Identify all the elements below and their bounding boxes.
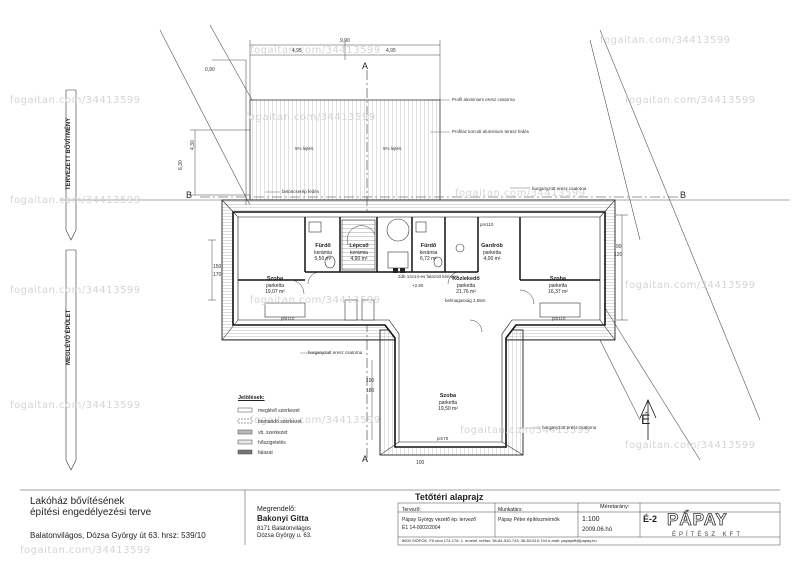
designer-id: É1 14-0002/2004 xyxy=(402,525,441,531)
section-marker-a-top: A xyxy=(362,61,369,71)
watermark: fogaitan.com/34413599 xyxy=(455,188,586,199)
dim-90: 90 xyxy=(616,244,622,250)
company-logo: PÁPAY xyxy=(667,510,728,529)
annotation-profile-gutter: Profil aluminium eresz csatorna xyxy=(452,97,515,102)
door-swings xyxy=(289,271,535,333)
section-marker-b-right: B xyxy=(680,190,687,200)
annotation-chimney: 2db 14x14-es falazott kémény xyxy=(398,274,459,279)
dim-4-30: 4,30 xyxy=(190,140,196,150)
dim-150: 150 xyxy=(213,264,222,270)
watermark: fogaitan.com/34413599 xyxy=(625,280,756,291)
scale-label: Méretarány: xyxy=(600,504,630,510)
project-title-line2: építési engedélyezési terve xyxy=(30,507,152,518)
watermark: fogaitan.com/34413599 xyxy=(460,425,591,436)
label-planned-extension: TERVEZETT BŐVÍTMÉNY xyxy=(66,117,72,190)
dim-170: 170 xyxy=(213,272,222,278)
roof-ridges xyxy=(221,199,616,456)
watermark: fogaitan.com/34413599 xyxy=(10,400,141,411)
watermark: fogaitan.com/34413599 xyxy=(625,440,756,451)
legend-swatches xyxy=(237,407,253,455)
side-dimensions xyxy=(208,214,628,440)
legend-item: falazat xyxy=(258,450,273,456)
legend-item: vb. szerkezet xyxy=(258,430,288,436)
label-existing-building: MEGLÉVŐ ÉPÜLET xyxy=(66,309,72,365)
roof-terrace xyxy=(249,99,441,201)
watermark: fogaitan.com/34413599 xyxy=(250,415,381,426)
annotation-slope-right: 5% lejtés xyxy=(383,146,402,151)
north-label: É xyxy=(641,411,651,427)
dim-eave: 0,90 xyxy=(205,67,215,73)
watermark: fogaitan.com/34413599 xyxy=(10,95,141,106)
annotation-pm110: pm110 xyxy=(552,316,566,321)
drawing-title: Tetőtéri alaprajz xyxy=(415,492,484,502)
chimneys xyxy=(393,268,405,273)
dim-left-half: 4,95 xyxy=(292,48,302,54)
project-title-line1: Lakóház bővítésének xyxy=(30,496,125,507)
drawing-date: 2009.06.hó xyxy=(582,527,613,533)
annotation-slope-left: 5% lejtés xyxy=(295,146,314,151)
annotation-concrete-cover: betoncserép fedés xyxy=(282,189,320,194)
assistant-name: Pápay Péter építészmérnök xyxy=(498,517,560,523)
designer-name: Pápay György vezető ép. tervező xyxy=(402,517,476,523)
annotation-gutter-right: horganyzott eresz csatorna xyxy=(532,186,587,191)
annotation-level: +2,90 xyxy=(412,283,424,288)
north-arrow xyxy=(639,399,657,440)
annotation-gutter-bottom: horganyzott eresz csatorna xyxy=(542,425,597,430)
dim-190: 190 xyxy=(366,378,375,384)
client-label: Megrendelő: xyxy=(257,506,296,513)
client-address-2: Dózsa György u. 63. xyxy=(257,533,312,539)
dim-100: 100 xyxy=(416,460,425,466)
leader-lines xyxy=(265,99,540,429)
watermark: fogaitan.com/34413599 xyxy=(10,285,141,296)
watermark: fogaitan.com/34413599 xyxy=(20,545,151,556)
watermark: fogaitan.com/34413599 xyxy=(250,45,381,56)
watermark: fogaitan.com/34413599 xyxy=(10,195,141,206)
assistant-label: Munkatárs: xyxy=(498,507,523,513)
annotation-ceiling-height: belmagasság 2,65m xyxy=(445,298,486,303)
dim-height: 6,30 xyxy=(178,160,184,170)
section-marker-a-bottom: A xyxy=(362,454,369,464)
dim-120: 120 xyxy=(614,252,623,258)
scale-value: 1:100 xyxy=(582,516,600,523)
watermark: fogaitan.com/34413599 xyxy=(245,112,376,123)
annotation-pm110: pm110 xyxy=(281,316,295,321)
office-address: 8600 SIÓFOK, Fő utca 174-176. 1. emelet,… xyxy=(402,538,597,543)
annotation-pm110: pm110 xyxy=(480,222,494,227)
dim-total-width: 9,90 xyxy=(340,38,350,44)
client-name: Bakonyi Gitta xyxy=(257,514,309,523)
dim-180: 180 xyxy=(366,388,375,394)
annotation-roof-terrace: Profilaz korcolt aluminium terasz fedés xyxy=(452,129,530,134)
project-address: Balatonvilágos, Dózsa György út 63. hrsz… xyxy=(30,531,206,540)
client-address-1: 8171 Balatonvilágos xyxy=(257,526,312,532)
dim-right-half: 4,95 xyxy=(386,48,396,54)
interior-walls xyxy=(238,217,600,281)
watermark: fogaitan.com/34413599 xyxy=(625,95,756,106)
staircase xyxy=(341,219,376,271)
legend-title: Jelölések: xyxy=(238,395,265,401)
designer-label: Tervező: xyxy=(402,507,421,513)
legend-item: meglévő szerkezet xyxy=(258,408,300,414)
company-logo-sub: ÉPÍTÉSZ KFT xyxy=(672,532,744,538)
legend-item: hőszigetelés xyxy=(258,440,286,446)
roof-windows xyxy=(264,299,581,321)
legend-item: bontandó szerkezet xyxy=(258,419,302,425)
title-block-frame xyxy=(20,489,781,546)
section-marker-b-left: B xyxy=(186,190,193,200)
top-dimensions xyxy=(190,40,441,196)
annotation-pm70: pm70 xyxy=(437,436,449,441)
watermark: fogaitan.com/34413599 xyxy=(600,35,731,46)
watermark: fogaitan.com/34413599 xyxy=(250,295,381,306)
side-arrows xyxy=(65,89,77,471)
sheet-number: É-2 xyxy=(643,514,658,524)
annotation-gutter-left: horganyzott eresz csatorna xyxy=(308,350,363,355)
